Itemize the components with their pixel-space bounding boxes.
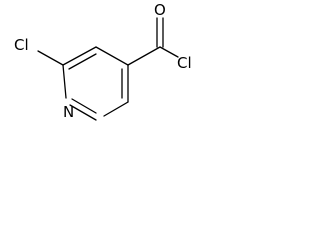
bond-c2-c3-inner <box>68 53 97 70</box>
bond-c6-n <box>69 104 97 121</box>
atom-label-cl-ring: Cl <box>14 36 29 54</box>
pyridine-ring <box>62 46 129 121</box>
bond-c3-c4 <box>95 46 129 66</box>
chemical-structure: Cl N O Cl <box>14 1 192 121</box>
atom-label-o: O <box>154 1 166 19</box>
bond-c2-cl <box>37 50 64 66</box>
bond-c2-c3 <box>62 46 97 66</box>
bond-c4-carbonyl <box>127 46 161 66</box>
atom-label-n: N <box>63 103 74 121</box>
atom-label-cl-acyl: Cl <box>177 54 192 72</box>
bond-n-c2 <box>62 64 67 99</box>
bond-c5-c6 <box>103 101 129 117</box>
bond-carbonyl-cl <box>159 46 179 58</box>
bond-c6-n-inner <box>71 98 97 114</box>
